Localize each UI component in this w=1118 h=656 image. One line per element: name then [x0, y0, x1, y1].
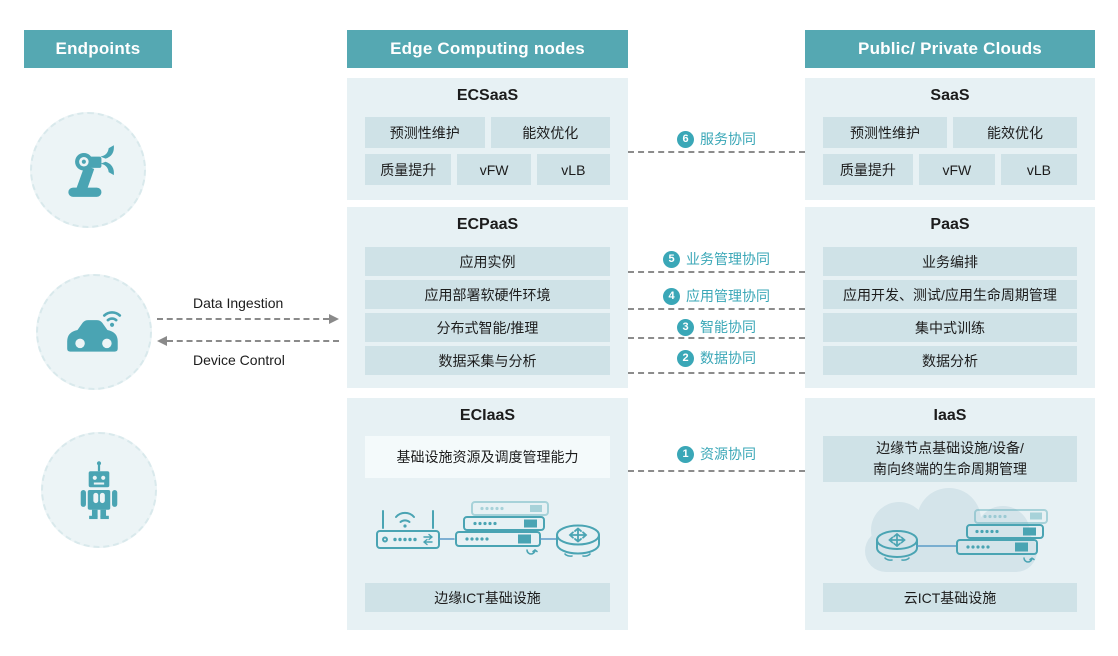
ecsaas-item: 能效优化	[490, 117, 610, 148]
iaas-title: IaaS	[933, 407, 967, 424]
saas-item: 质量提升	[823, 154, 913, 185]
collab-app-mgmt-dashed-line	[628, 308, 805, 310]
ecsaas-section: ECSaaS 预测性维护 能效优化 质量提升 vFW vLB	[347, 78, 628, 200]
endpoint-robotic-arm	[30, 112, 146, 228]
eciaas-capability: 基础设施资源及调度管理能力	[365, 436, 610, 478]
collab-number-badge: 3	[677, 318, 694, 336]
ecpaas-item: 数据采集与分析	[365, 346, 610, 375]
iaas-section: IaaS 边缘节点基础设施/设备/ 南向终端的生命周期管理	[805, 398, 1095, 630]
cloud-network-devices-icon	[827, 488, 1073, 580]
edge-network-devices-icon	[372, 494, 602, 572]
iaas-capability-line2: 南向终端的生命周期管理	[873, 461, 1027, 477]
device-control-arrow-line	[167, 340, 339, 342]
collab-number-badge: 5	[663, 250, 680, 268]
paas-item: 数据分析	[823, 346, 1077, 375]
iaas-capability-line1: 边缘节点基础设施/设备/	[876, 440, 1024, 456]
paas-item: 集中式训练	[823, 313, 1077, 342]
ecsaas-item: vFW	[457, 154, 531, 185]
collab-number-badge: 4	[663, 287, 680, 305]
connected-car-icon	[61, 304, 127, 360]
collab-number-badge: 1	[677, 445, 694, 463]
robotic-arm-icon	[57, 139, 119, 201]
collab-service-dashed-line	[628, 151, 805, 153]
saas-title: SaaS	[930, 87, 970, 104]
saas-item: 能效优化	[953, 117, 1077, 148]
edge-column-header: Edge Computing nodes	[347, 30, 628, 68]
device-control-arrowhead-icon	[157, 336, 167, 346]
data-ingestion-label: Data Ingestion	[193, 295, 284, 311]
ecsaas-item: 质量提升	[365, 154, 452, 185]
iaas-capability: 边缘节点基础设施/设备/ 南向终端的生命周期管理	[823, 436, 1077, 482]
saas-section: SaaS 预测性维护 能效优化 质量提升 vFW vLB	[805, 78, 1095, 200]
collab-intelligence-dashed-line	[628, 337, 805, 339]
data-ingestion-arrow-line	[157, 318, 329, 320]
collab-data-dashed-line	[628, 372, 805, 374]
endpoints-column-header: Endpoints	[24, 30, 172, 68]
paas-item: 业务编排	[823, 247, 1077, 276]
collab-resource-dashed-line	[628, 470, 805, 472]
ecsaas-item: vLB	[536, 154, 610, 185]
endpoint-robot	[41, 432, 157, 548]
collab-number-badge: 6	[677, 130, 694, 148]
eciaas-section: ECIaaS 基础设施资源及调度管理能力	[347, 398, 628, 630]
ecsaas-item: 预测性维护	[365, 117, 485, 148]
paas-section: PaaS 业务编排 应用开发、测试/应用生命周期管理 集中式训练 数据分析	[805, 207, 1095, 388]
endpoint-connected-car	[36, 274, 152, 390]
ecpaas-title: ECPaaS	[456, 216, 519, 233]
ecpaas-item: 应用实例	[365, 247, 610, 276]
saas-item: 预测性维护	[823, 117, 947, 148]
paas-title: PaaS	[930, 216, 970, 233]
ecpaas-section: ECPaaS 应用实例 应用部署软硬件环境 分布式智能/推理 数据采集与分析	[347, 207, 628, 388]
ecpaas-item: 应用部署软硬件环境	[365, 280, 610, 309]
eciaas-title: ECIaaS	[459, 407, 516, 424]
eciaas-infrastructure: 边缘ICT基础设施	[365, 583, 610, 612]
saas-item: vFW	[918, 154, 995, 185]
iaas-infrastructure: 云ICT基础设施	[823, 583, 1077, 612]
robot-icon	[69, 459, 129, 521]
device-control-label: Device Control	[193, 352, 285, 368]
ecsaas-title: ECSaaS	[456, 87, 519, 104]
collab-number-badge: 2	[677, 349, 694, 367]
saas-item: vLB	[1000, 154, 1077, 185]
collab-business-mgmt-dashed-line	[628, 271, 805, 273]
paas-item: 应用开发、测试/应用生命周期管理	[823, 280, 1077, 309]
clouds-column-header: Public/ Private Clouds	[805, 30, 1095, 68]
ecpaas-item: 分布式智能/推理	[365, 313, 610, 342]
data-ingestion-arrowhead-icon	[329, 314, 339, 324]
